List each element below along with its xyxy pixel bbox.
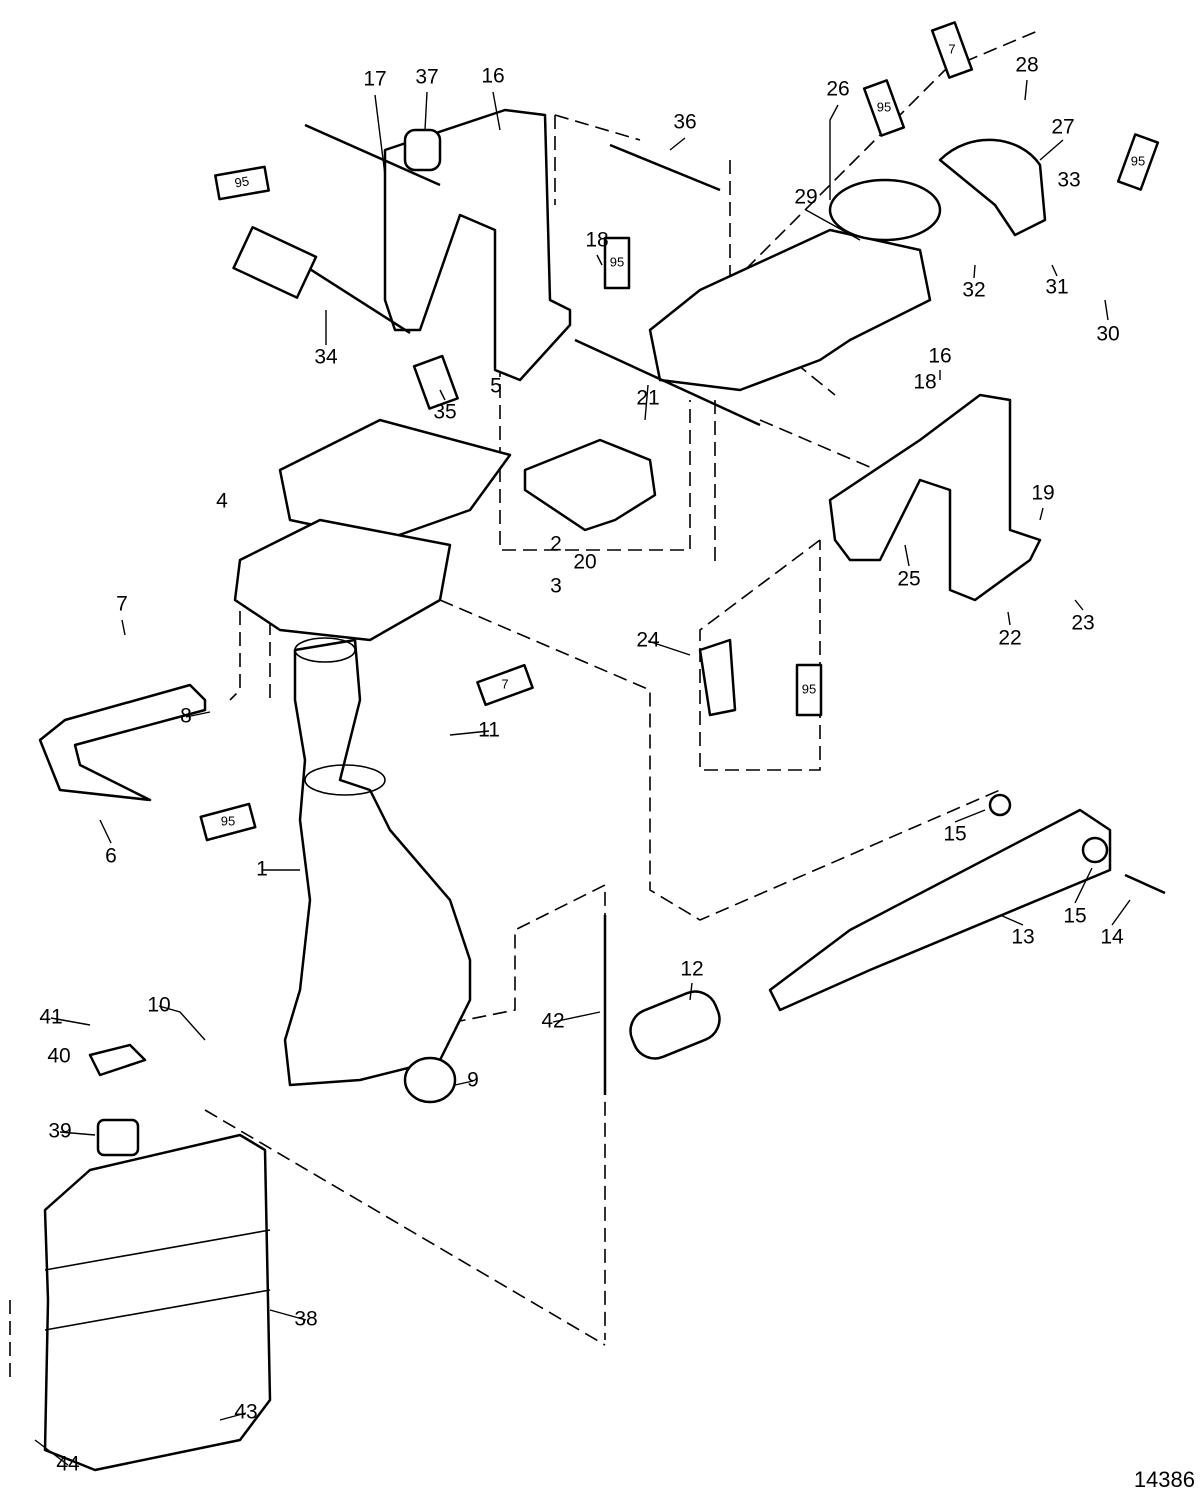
plate-40 bbox=[88, 1043, 147, 1077]
callout: 40 bbox=[47, 1045, 70, 1068]
callout: 8 bbox=[180, 705, 192, 728]
sealant-tube: 7 bbox=[930, 21, 974, 79]
callout: 37 bbox=[415, 66, 438, 89]
svg-text:95: 95 bbox=[221, 813, 235, 828]
sealant-tube: 95 bbox=[199, 802, 257, 842]
lower-cover bbox=[43, 1133, 272, 1472]
transom-bracket-top bbox=[648, 228, 932, 392]
callout: 27 bbox=[1051, 116, 1074, 139]
bolt-17 bbox=[304, 123, 441, 187]
callout: 4 bbox=[216, 490, 228, 513]
callout: 3 bbox=[550, 575, 562, 598]
callout: 33 bbox=[1057, 169, 1080, 192]
callout: 35 bbox=[433, 401, 456, 424]
callout: 17 bbox=[363, 68, 386, 91]
callout: 39 bbox=[48, 1120, 71, 1143]
callout: 29 bbox=[794, 186, 817, 209]
gasket bbox=[278, 418, 512, 542]
callout: 6 bbox=[105, 845, 117, 868]
svg-text:7: 7 bbox=[501, 676, 508, 691]
bushing-39 bbox=[96, 1118, 140, 1157]
knob bbox=[403, 128, 442, 172]
callout: 36 bbox=[673, 111, 696, 134]
callout: 14 bbox=[1100, 926, 1124, 949]
callout: 10 bbox=[147, 994, 170, 1017]
sealant-tube: 95 bbox=[862, 79, 906, 137]
callout: 12 bbox=[680, 958, 703, 981]
callout: 7 bbox=[116, 593, 128, 616]
callout: 19 bbox=[1031, 482, 1054, 505]
parts bbox=[38, 108, 1166, 1472]
plug bbox=[403, 1056, 457, 1104]
swivel-clamp bbox=[938, 138, 1047, 237]
callout: 30 bbox=[1096, 323, 1119, 346]
sealant-tube: 95 bbox=[795, 663, 823, 717]
carry-handle bbox=[38, 683, 207, 802]
callout: 20 bbox=[573, 551, 596, 574]
callout: 1 bbox=[256, 858, 268, 881]
callout: 2 bbox=[550, 533, 562, 556]
leader-lines bbox=[34, 79, 1131, 1466]
bolt-14 bbox=[1124, 873, 1166, 895]
callout: 38 bbox=[294, 1308, 317, 1331]
washer-15b bbox=[1081, 836, 1109, 864]
figure-number: 14386 bbox=[1134, 1467, 1195, 1492]
grip bbox=[629, 990, 721, 1060]
callout-labels: 17 37 16 36 26 28 27 33 29 32 31 30 18 3… bbox=[39, 54, 1124, 1476]
callout: 15 bbox=[943, 823, 966, 846]
callout: 28 bbox=[1015, 54, 1038, 77]
svg-text:95: 95 bbox=[877, 99, 891, 114]
svg-text:95: 95 bbox=[610, 254, 624, 269]
spring bbox=[412, 354, 459, 410]
callout: 32 bbox=[962, 279, 985, 302]
tilt-lock-lever bbox=[523, 438, 657, 532]
callout: 44 bbox=[56, 1453, 80, 1476]
swivel-bracket-left bbox=[383, 108, 572, 382]
friction-block bbox=[698, 638, 737, 717]
callout: 42 bbox=[541, 1010, 564, 1033]
callout: 25 bbox=[897, 568, 920, 591]
callout: 15 bbox=[1063, 905, 1086, 928]
callout: 43 bbox=[234, 1401, 257, 1424]
swivel-bracket-right bbox=[828, 393, 1042, 602]
callout: 16 bbox=[481, 65, 504, 88]
callout: 26 bbox=[826, 78, 849, 101]
tiller-handle bbox=[768, 808, 1112, 1012]
sealant-tube: 7 bbox=[476, 663, 534, 707]
callout: 21 bbox=[636, 387, 659, 410]
svg-text:95: 95 bbox=[1131, 153, 1145, 168]
svg-text:95: 95 bbox=[233, 173, 250, 190]
pivot-pin bbox=[574, 338, 761, 427]
callout: 18 bbox=[913, 371, 936, 394]
sealant-tube: 95 bbox=[603, 236, 631, 290]
adapter-plate bbox=[233, 518, 452, 642]
callout: 16 bbox=[928, 345, 951, 368]
washer-15a bbox=[988, 793, 1012, 817]
sealant-tubes: 95 7 95 95 95 7 95 95 bbox=[199, 21, 1160, 842]
thrust-rod-latch bbox=[232, 226, 318, 299]
callout: 31 bbox=[1045, 276, 1068, 299]
callout: 24 bbox=[636, 629, 660, 652]
callout: 18 bbox=[585, 229, 608, 252]
driveshaft-housing bbox=[283, 638, 472, 1087]
svg-text:95: 95 bbox=[802, 681, 816, 696]
svg-text:7: 7 bbox=[948, 41, 955, 56]
callout: 5 bbox=[490, 375, 502, 398]
sealant-tube: 95 bbox=[1116, 133, 1160, 191]
callout: 34 bbox=[314, 346, 338, 369]
pin-36 bbox=[609, 143, 721, 192]
callout: 23 bbox=[1071, 612, 1094, 635]
callout: 13 bbox=[1011, 926, 1034, 949]
callout: 9 bbox=[467, 1069, 479, 1092]
sealant-tube: 95 bbox=[214, 165, 270, 201]
swivel-housing-ring bbox=[828, 178, 942, 242]
callout: 41 bbox=[39, 1006, 62, 1029]
callout: 11 bbox=[478, 719, 500, 742]
callout: 22 bbox=[998, 627, 1021, 650]
